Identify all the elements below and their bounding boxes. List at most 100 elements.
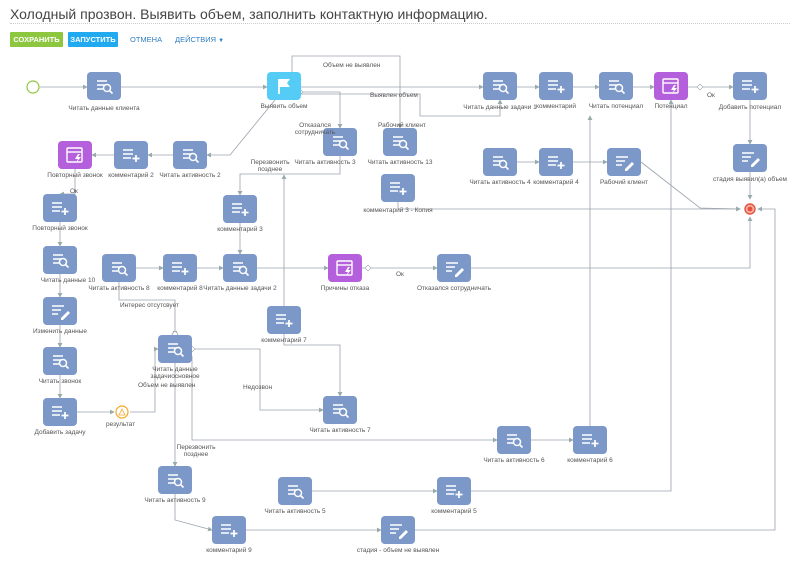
task-label: Добавить потенциал [718, 104, 782, 111]
edit-icon [616, 156, 634, 171]
result-event-icon[interactable] [115, 405, 129, 419]
task-node[interactable] [212, 516, 246, 544]
task-node[interactable] [483, 72, 517, 100]
actions-dropdown[interactable]: ДЕЙСТВИЯ ▼ [175, 32, 224, 47]
task-node[interactable] [43, 297, 77, 325]
task-label: Читать данные задачиосновное [150, 366, 200, 380]
actions-label: ДЕЙСТВИЯ [175, 35, 217, 44]
task-node[interactable] [58, 141, 92, 169]
read-icon [507, 434, 524, 449]
flow-edge[interactable] [130, 346, 159, 413]
task-node[interactable] [607, 148, 641, 176]
task-label: Читать данные задачи 1 [463, 104, 537, 111]
read-icon [233, 262, 250, 277]
task-node[interactable] [733, 144, 767, 172]
task-label: комментарий 2 [108, 172, 154, 179]
task-label: комментарий [535, 103, 577, 110]
flow-edge[interactable] [291, 55, 403, 129]
add-icon [390, 182, 407, 195]
flow-edge[interactable] [118, 282, 178, 336]
run-button[interactable]: ЗАПУСТИТЬ [68, 32, 118, 47]
task-node[interactable] [43, 194, 77, 222]
task-label: комментарий 8 [157, 285, 203, 292]
task-node[interactable] [267, 306, 301, 334]
task-node[interactable] [43, 246, 77, 274]
task-node[interactable] [539, 148, 573, 176]
task-label: Читать активность 5 [264, 508, 326, 515]
add-icon [548, 80, 565, 93]
task-node[interactable] [158, 335, 192, 363]
task-node[interactable] [654, 72, 688, 100]
warning-icon [118, 408, 126, 416]
task-node[interactable] [323, 128, 357, 156]
flow-edge[interactable] [206, 99, 276, 158]
task-node[interactable] [43, 347, 77, 375]
task-node[interactable] [437, 254, 471, 282]
read-icon [493, 80, 510, 95]
flow-edge[interactable] [191, 356, 498, 443]
task-label: комментарий 5 [431, 508, 477, 515]
task-label: Читать активность 7 [309, 427, 371, 434]
task-node[interactable] [87, 72, 121, 100]
flow-edge[interactable] [301, 91, 343, 129]
chevron-down-icon: ▼ [218, 38, 225, 44]
flow-edge[interactable] [192, 348, 324, 413]
save-button[interactable]: СОХРАНИТЬ [10, 32, 63, 47]
task-node[interactable] [733, 72, 767, 100]
read-icon [112, 262, 129, 277]
edge-label: Перезвонить позднее [250, 159, 290, 173]
add-icon [52, 406, 69, 419]
edge-label: Ок [707, 92, 715, 99]
task-node[interactable] [267, 72, 301, 100]
task-node[interactable] [381, 174, 415, 202]
task-node[interactable] [497, 426, 531, 454]
task-node[interactable] [383, 128, 417, 156]
start-event-icon[interactable] [26, 80, 40, 94]
edge-label: Выявлен объем [370, 92, 418, 99]
flow-edge[interactable] [283, 334, 343, 397]
read-icon [609, 80, 626, 95]
lightning-icon [66, 147, 83, 163]
task-node[interactable] [102, 254, 136, 282]
task-label: Читать активность 13 [367, 159, 433, 166]
add-icon [123, 149, 140, 162]
task-node[interactable] [43, 398, 77, 426]
flow-edge[interactable] [301, 93, 503, 117]
task-node[interactable] [573, 426, 607, 454]
task-node[interactable] [483, 148, 517, 176]
task-node[interactable] [173, 141, 207, 169]
task-node[interactable] [114, 141, 148, 169]
flow-edge[interactable] [415, 206, 776, 531]
task-node[interactable] [599, 72, 633, 100]
task-node[interactable] [163, 254, 197, 282]
add-icon [446, 485, 463, 498]
task-node[interactable] [278, 477, 312, 505]
flow-edge[interactable] [471, 216, 753, 269]
flow-edge[interactable] [237, 156, 341, 196]
task-node[interactable] [223, 195, 257, 223]
read-icon [333, 404, 350, 419]
task-label: Читать потенциал [588, 103, 644, 110]
task-label: Читать активность 3 [294, 159, 356, 166]
add-icon [742, 80, 759, 93]
task-label: Потенциал [654, 103, 688, 110]
add-icon [232, 203, 249, 216]
flow-edge[interactable] [471, 99, 674, 492]
task-node[interactable] [223, 254, 257, 282]
edge-label: Ок [70, 188, 78, 195]
task-node[interactable] [323, 396, 357, 424]
task-label: Выявить объем [260, 103, 308, 110]
task-label: Читать активность 9 [144, 497, 206, 504]
read-icon [168, 474, 185, 489]
flow-edge[interactable] [174, 494, 213, 532]
flow-edge[interactable] [397, 202, 741, 212]
task-node[interactable] [328, 254, 362, 282]
task-label: Читать активность 4 [469, 179, 531, 186]
cancel-button[interactable]: ОТМЕНА [130, 35, 163, 44]
task-node[interactable] [539, 72, 573, 100]
task-node[interactable] [437, 477, 471, 505]
task-label: Читать данные клиента [68, 105, 140, 112]
task-node[interactable] [381, 516, 415, 544]
task-node[interactable] [158, 466, 192, 494]
task-label: Добавить задачу [34, 429, 86, 436]
